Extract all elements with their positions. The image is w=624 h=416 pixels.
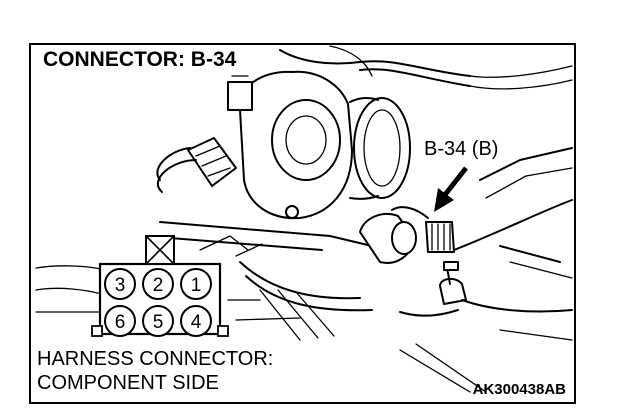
pin-label: 6 [115, 312, 126, 333]
pin-label: 5 [153, 312, 164, 333]
pin-label: 4 [191, 312, 202, 333]
callout-arrow [434, 166, 468, 212]
engine-illustration [35, 45, 573, 393]
connector-face: 3 2 1 6 5 4 [91, 235, 229, 337]
diagram-title: CONNECTOR: B-34 [43, 48, 237, 71]
pin-label: 3 [115, 275, 126, 296]
pin-label: 1 [191, 275, 202, 296]
pin-label: 2 [153, 275, 164, 296]
caption-line-1: HARNESS CONNECTOR: [37, 348, 273, 370]
figure-code: AK300438AB [473, 381, 567, 398]
caption-line-2: COMPONENT SIDE [37, 372, 219, 394]
callout-label: B-34 (B) [424, 138, 498, 160]
